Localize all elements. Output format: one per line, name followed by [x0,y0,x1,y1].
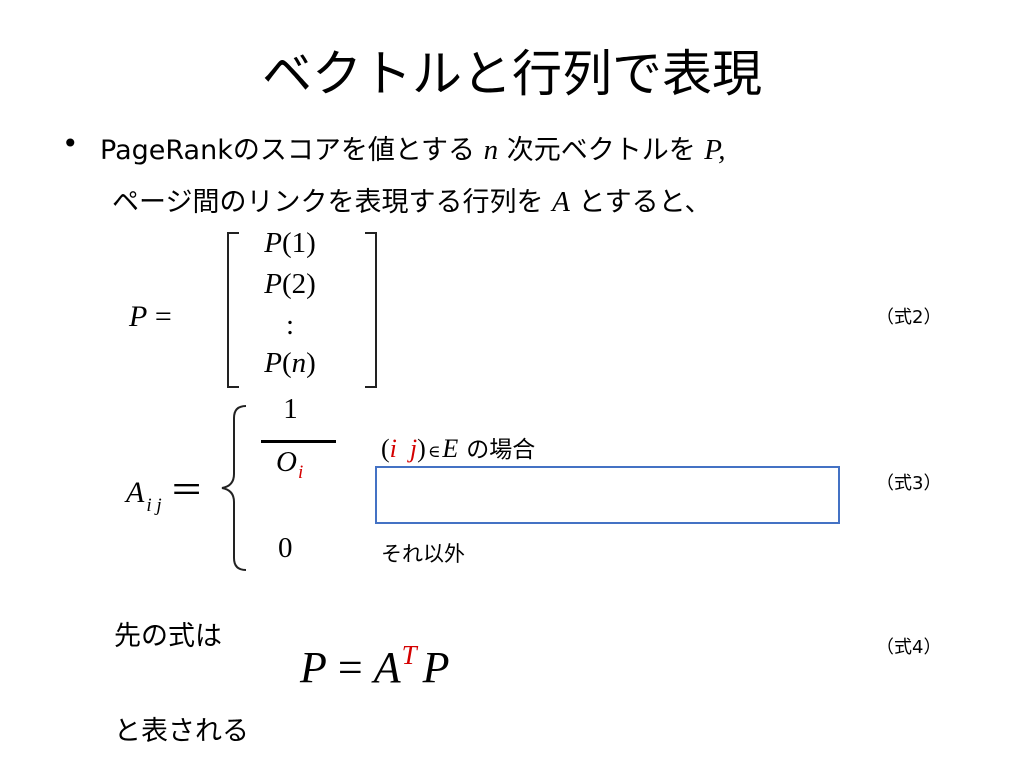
vector-entry-rp: ) [306,268,316,300]
vector-entry-rp: ) [306,347,316,379]
fraction-numerator: 1 [283,393,298,425]
case1-j: j [409,434,418,463]
line2-suffix: とすると、 [578,187,712,218]
case1-set: E [442,434,459,463]
vector-entry: : [240,309,340,342]
vector-lhs-eq: = [154,300,172,333]
case1-condition: (i j)∈E の場合 [381,430,535,464]
line1-var-n: n [483,134,499,166]
equation-ref-2: （式2） [876,307,942,328]
vector-bracket-right [365,232,377,388]
line2-prefix: ページ間のリンクを表現する行列を [112,187,544,218]
matrix-lhs-sub: i j [146,495,162,516]
frac-den-var: O [276,446,297,478]
formula-transpose: T [401,640,417,670]
frac-den-sub: i [297,462,304,483]
case1-text: の場合 [466,437,536,463]
vector-entry-lp: ( [281,227,292,259]
vector-entry: P(n) [240,347,340,380]
closing-intro: 先の式は [114,621,222,652]
formula-eq: = [337,643,363,692]
case2-condition: それ以外 [381,542,465,566]
fraction-denominator: Oi [276,446,303,483]
formula-a: A [373,643,401,692]
closing-outro: と表される [114,716,249,747]
vector-entry-lp: ( [281,268,292,300]
vector-entry: P(1) [240,227,340,260]
vector-entry-idx: n [291,347,307,379]
bullet-line-1: PageRankのスコアを値とする n 次元ベクトルを P, [100,128,726,167]
line1-var-p: P, [704,134,726,166]
case2-value: 0 [278,532,293,564]
vector-entry-lp: ( [281,347,292,379]
matrix-lhs-var: A [126,476,145,509]
formula-p: P [422,643,450,692]
vector-bracket-left [227,232,239,388]
slide-title: ベクトルと行列で表現 [262,45,762,103]
case1-lp: ( [381,434,390,463]
formula-lhs: P [300,643,327,692]
case1-rp: ) [417,434,426,463]
line1-mid: 次元ベクトルを [506,135,696,166]
equation-ref-4: （式4） [876,637,942,658]
vector-entry-sym: P [264,227,282,259]
bullet-line-2: ページ間のリンクを表現する行列を A とすると、 [112,180,712,219]
case-brace [221,405,247,571]
highlight-box [375,466,840,524]
vector-entry-idx: 2 [291,268,307,300]
matrix-lhs-eq: ＝ [169,473,204,510]
vector-lhs-var: P [129,300,148,333]
vector-entry-sym: P [264,268,282,300]
bullet-marker: • [62,127,79,160]
vector-entry-idx: 1 [291,227,307,259]
vector-entry: P(2) [240,268,340,301]
equation-ref-3: （式3） [876,473,942,494]
line2-var-a: A [552,186,570,218]
fraction-bar [261,440,336,443]
vector-entry-rp: ) [306,227,316,259]
element-of-symbol: ∈ [427,442,441,461]
line1-prefix: PageRankのスコアを値とする [100,135,476,166]
vector-lhs: P = [129,300,172,334]
vector-entry-sym: P [264,347,282,379]
vector-entry-idx: : [285,309,295,341]
case1-i: i [389,434,397,463]
